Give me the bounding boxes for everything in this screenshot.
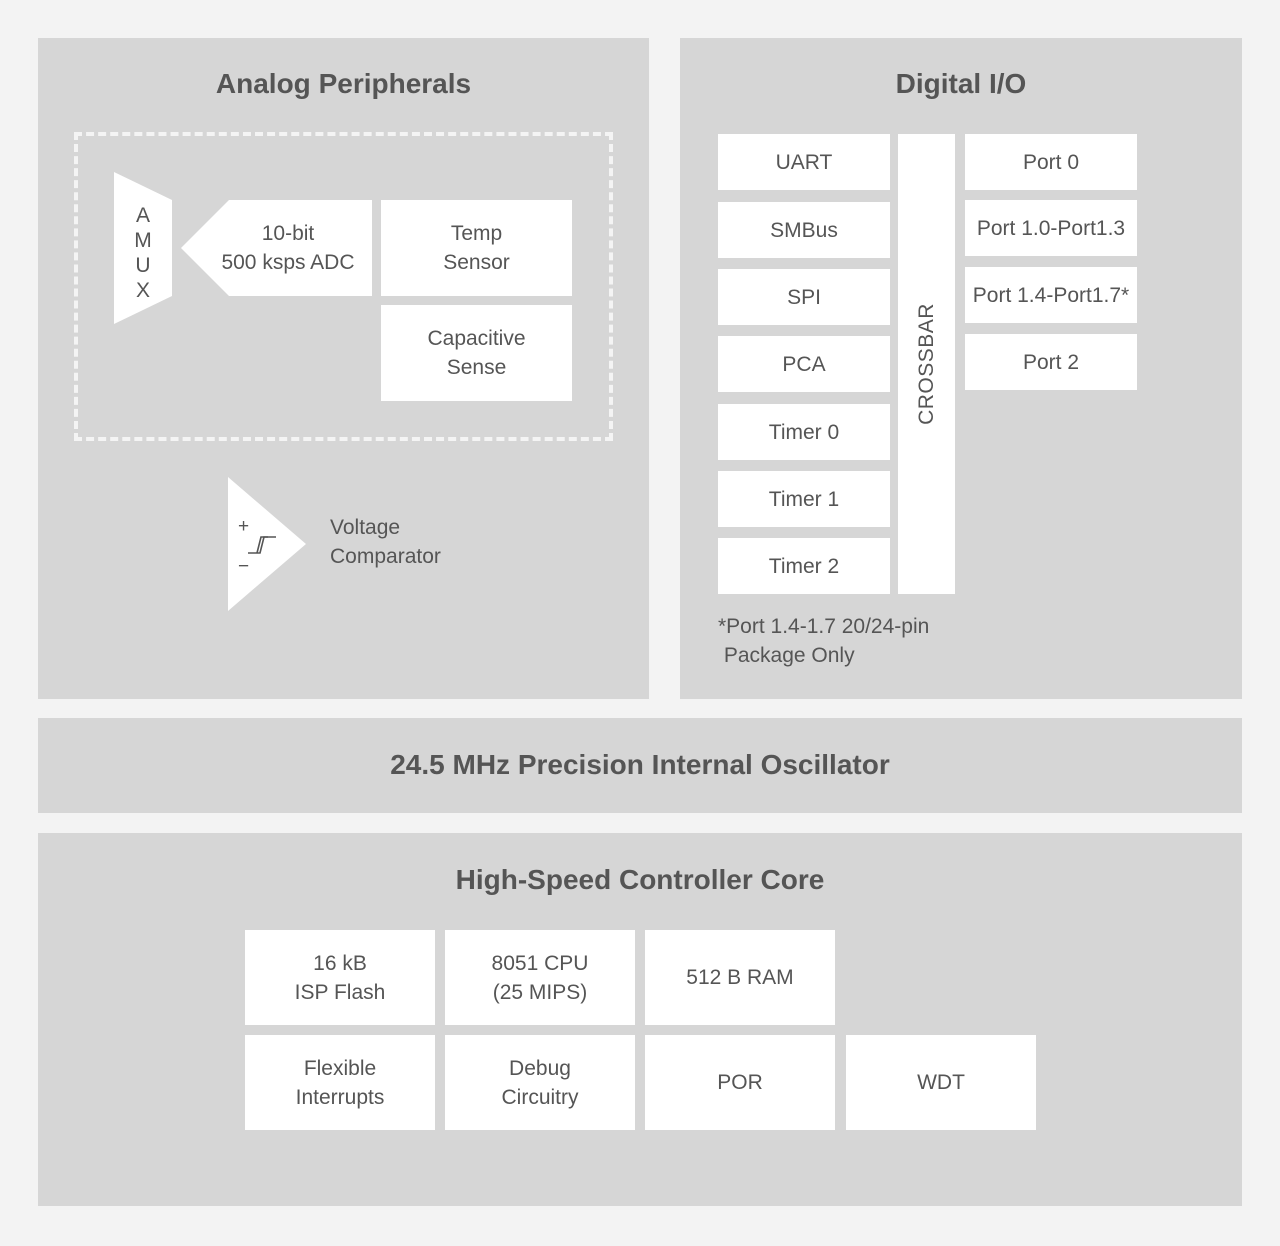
comparator-shape xyxy=(228,477,306,611)
port-0-block: Port 0 xyxy=(965,134,1137,190)
ram-block: 512 B RAM xyxy=(645,930,835,1025)
cpu-block: 8051 CPU (25 MIPS) xyxy=(445,930,635,1025)
analog-peripherals-panel: Analog Peripherals AMUX 10-bit 500 ksps … xyxy=(38,38,649,699)
timer-1-block: Timer 1 xyxy=(718,471,890,527)
adc-shape xyxy=(181,200,372,296)
comparator-minus-sign: − xyxy=(238,556,250,577)
comparator-plus-sign: + xyxy=(238,516,250,537)
amux-shape xyxy=(114,172,172,324)
amux-label: AMUX xyxy=(134,204,152,302)
crossbar-block: CROSSBAR xyxy=(898,134,955,594)
timer-2-block: Timer 2 xyxy=(718,538,890,594)
oscillator-panel: 24.5 MHz Precision Internal Oscillator xyxy=(38,718,1242,813)
wdt-block: WDT xyxy=(846,1035,1036,1130)
spi-block: SPI xyxy=(718,269,890,325)
temp-sensor-block: Temp Sensor xyxy=(381,200,572,296)
analog-peripherals-title: Analog Peripherals xyxy=(215,68,472,99)
digital-io-panel: Digital I/O UART SMBus SPI PCA Timer 0 T… xyxy=(680,38,1242,699)
isp-flash-block: 16 kB ISP Flash xyxy=(245,930,435,1025)
capacitive-sense-block: Capacitive Sense xyxy=(381,305,572,401)
flexible-interrupts-block: Flexible Interrupts xyxy=(245,1035,435,1130)
uart-block: UART xyxy=(718,134,890,190)
controller-core-title: High-Speed Controller Core xyxy=(455,864,825,895)
adc-label: 10-bit 500 ksps ADC xyxy=(221,222,355,274)
por-block: POR xyxy=(645,1035,835,1130)
oscillator-title: 24.5 MHz Precision Internal Oscillator xyxy=(390,749,890,780)
timer-0-block: Timer 0 xyxy=(718,404,890,460)
debug-circuitry-block: Debug Circuitry xyxy=(445,1035,635,1130)
crossbar-label: CROSSBAR xyxy=(914,303,938,425)
smbus-block: SMBus xyxy=(718,202,890,258)
hysteresis-icon xyxy=(248,536,276,554)
digital-io-title: Digital I/O xyxy=(895,68,1027,99)
port-1-4-1-7-block: Port 1.4-Port1.7* xyxy=(965,267,1137,323)
port-1-0-1-3-block: Port 1.0-Port1.3 xyxy=(965,200,1137,256)
controller-core-panel: High-Speed Controller Core 16 kB ISP Fla… xyxy=(38,833,1242,1206)
adc-group-dashed-outline xyxy=(74,132,613,441)
package-footnote: *Port 1.4-1.7 20/24-pin Package Only xyxy=(718,615,930,667)
pca-block: PCA xyxy=(718,336,890,392)
voltage-comparator-label: Voltage Comparator xyxy=(330,516,441,568)
port-2-block: Port 2 xyxy=(965,334,1137,390)
